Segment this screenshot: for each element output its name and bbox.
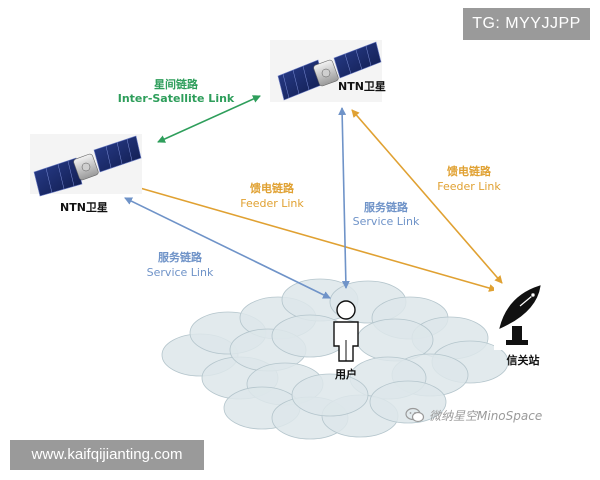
service-link-center-label-en: Service Link	[353, 215, 420, 228]
feeder-link-right-arrow	[351, 109, 503, 284]
feeder-link-left-label-en: Feeder Link	[240, 197, 304, 210]
satellite-left-icon	[30, 134, 142, 197]
bottom-left-tag: www.kaifqijianting.com	[10, 440, 204, 470]
service-link-center-arrow	[338, 107, 350, 289]
ground-station-icon	[494, 284, 546, 350]
top-right-tag: TG: MYYJJPP	[463, 8, 590, 40]
service-link-left-label-en: Service Link	[147, 266, 214, 279]
inter-satellite-link-label-zh: 星间链路	[154, 77, 199, 91]
satellite-top-label: NTN卫星	[338, 80, 386, 93]
user-icon	[333, 300, 359, 362]
feeder-link-left-label-zh: 馈电链路	[250, 181, 295, 195]
service-link-left-label-zh: 服务链路	[158, 250, 203, 264]
satellite-top-icon	[270, 40, 382, 102]
satellite-left-label: NTN卫星	[60, 201, 108, 214]
service-link-left-arrow	[124, 197, 331, 299]
ground-station-label: 信关站	[507, 353, 540, 367]
links	[124, 95, 503, 299]
service-link-center-label-zh: 服务链路	[364, 200, 409, 214]
watermark-text: 微纳星空MinoSpace	[429, 408, 543, 423]
wechat-icon	[405, 407, 425, 423]
watermark: 微纳星空MinoSpace	[405, 405, 542, 425]
user-label: 用户	[335, 367, 357, 381]
feeder-link-right-label-en: Feeder Link	[437, 180, 501, 193]
inter-satellite-link-label-en: Inter-Satellite Link	[118, 92, 235, 105]
feeder-link-right-label-zh: 馈电链路	[447, 164, 492, 178]
inter-satellite-link-arrow	[157, 95, 261, 143]
